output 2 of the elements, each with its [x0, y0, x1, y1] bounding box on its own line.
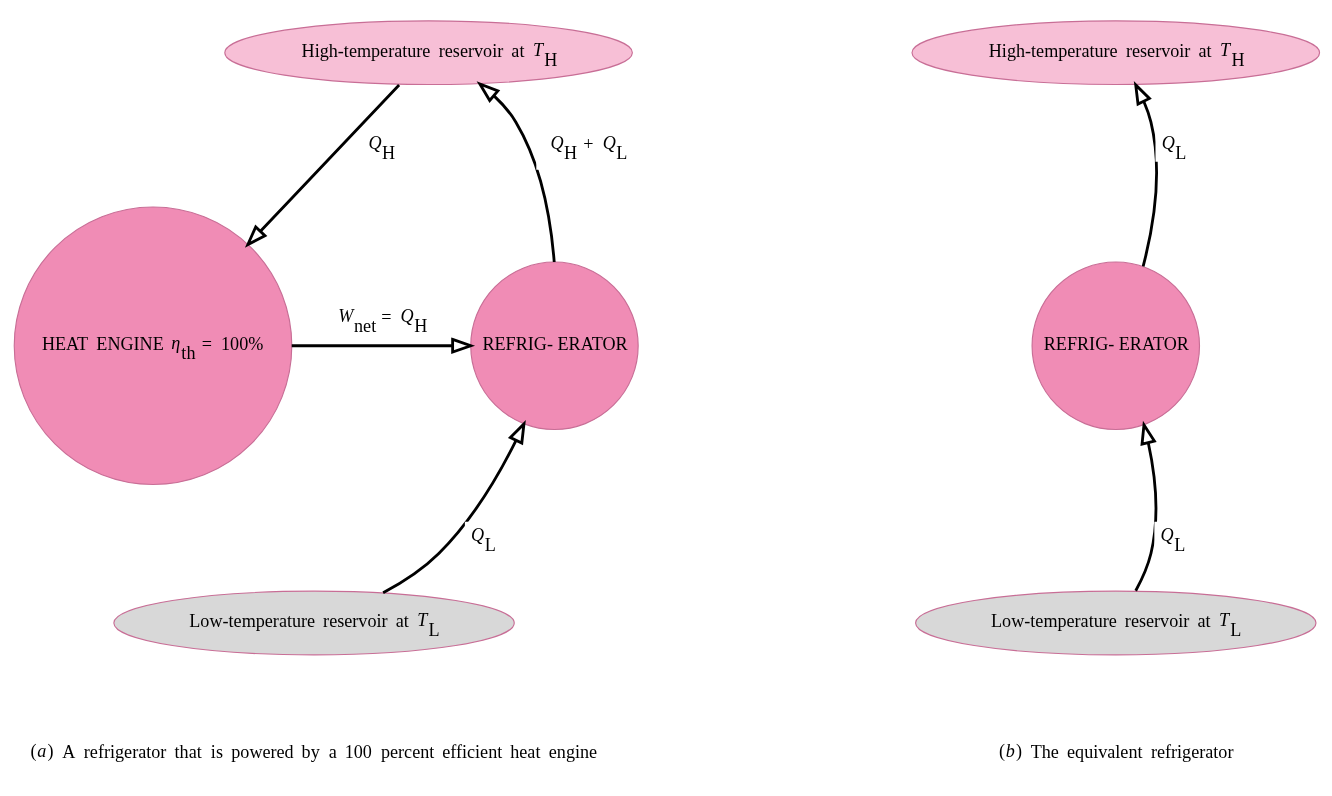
label: (b) The equivalent refrigerator [998, 740, 1233, 762]
label: (a) A refrigerator that is powered by a 100 percent efficient heat engine [30, 740, 597, 762]
